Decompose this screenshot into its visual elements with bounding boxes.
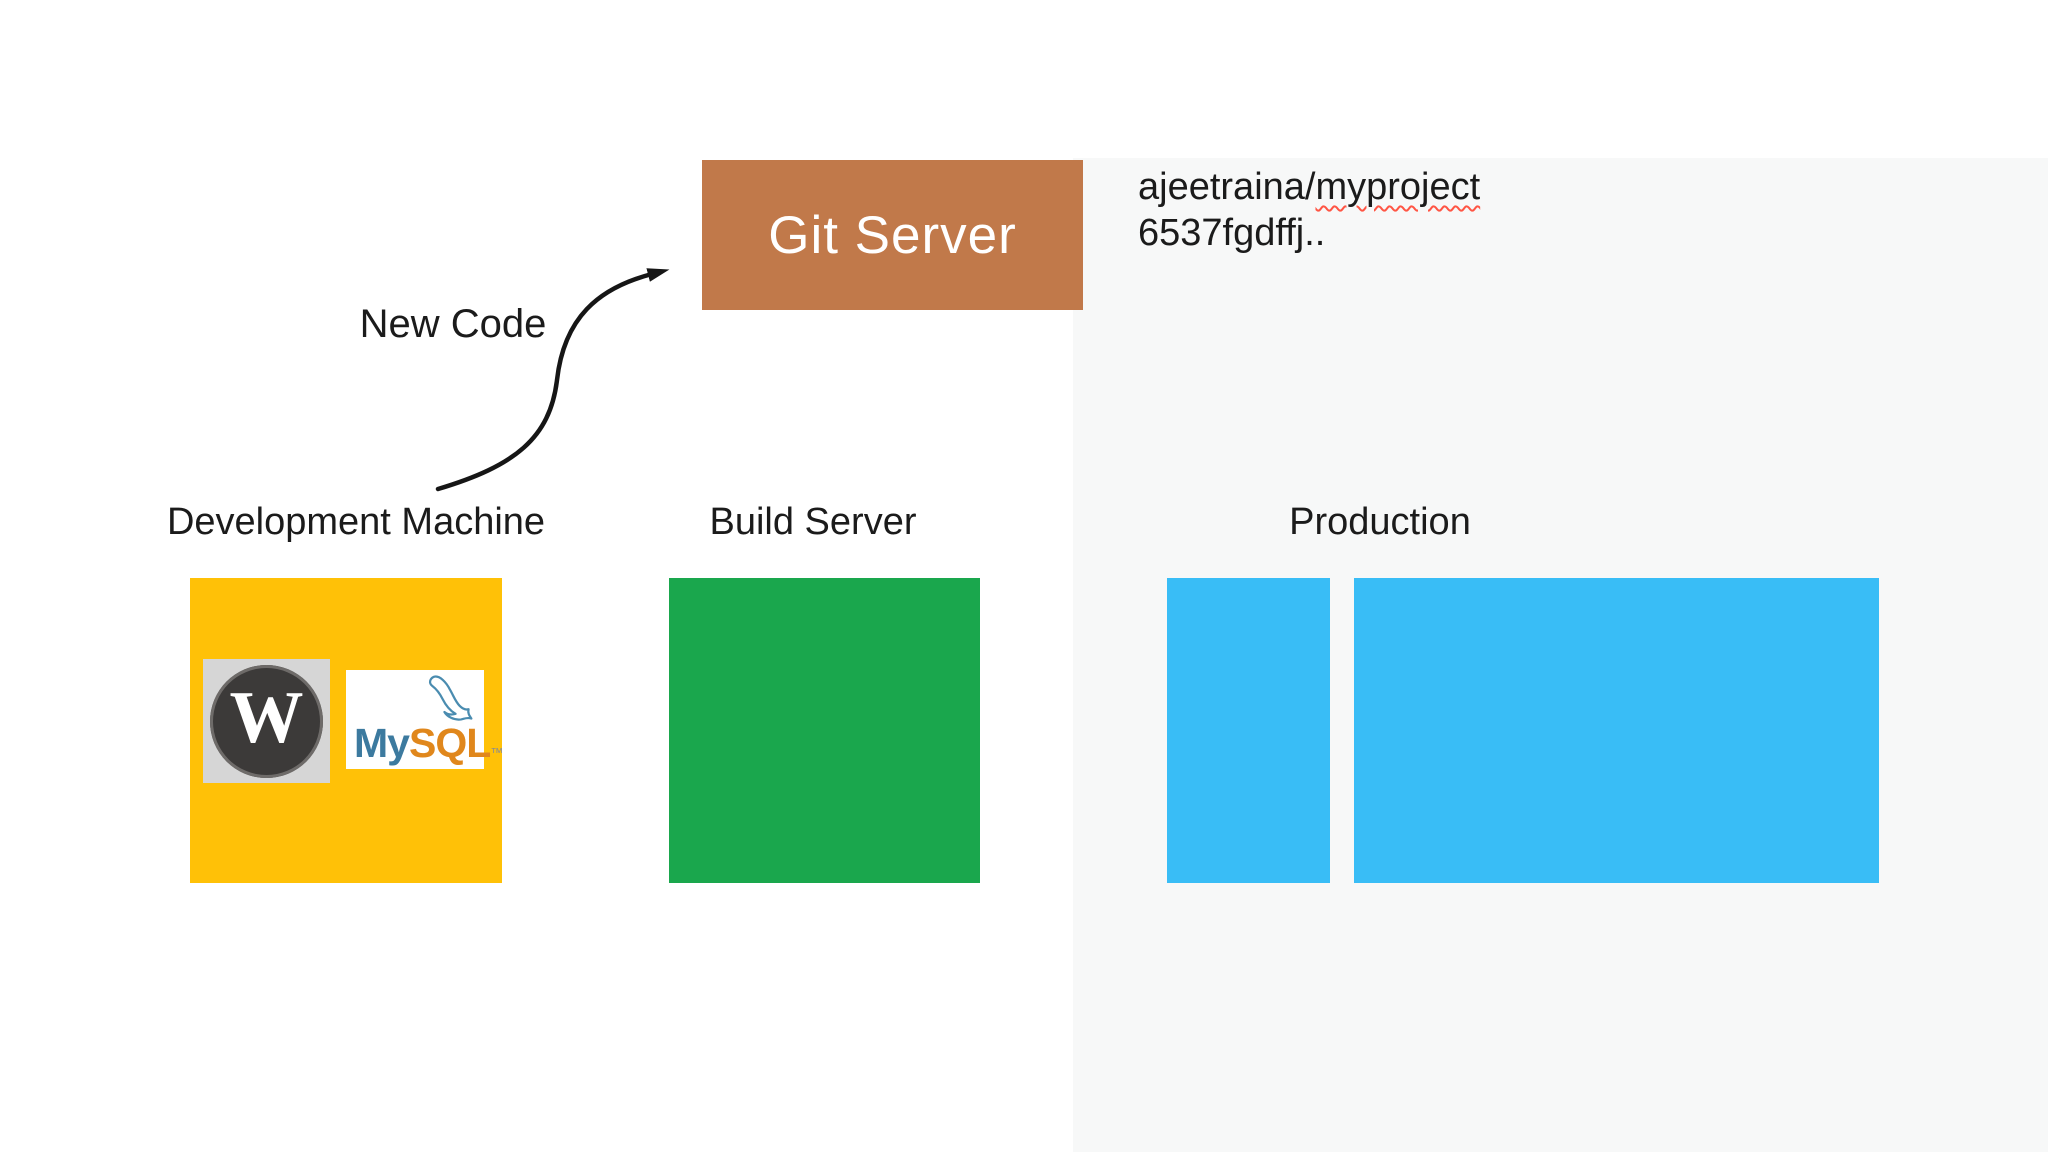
repo-line-1: ajeetraina/myproject	[1138, 164, 1480, 210]
arrow-path	[435, 268, 670, 492]
repo-owner-text: ajeetraina/	[1138, 166, 1316, 208]
build-server-label: Build Server	[709, 501, 917, 543]
mysql-dolphin-icon	[428, 675, 473, 721]
production-node-large	[1354, 578, 1879, 883]
wordpress-circle-icon: W	[210, 664, 323, 778]
repo-commit-text: 6537fgdffj..	[1138, 212, 1326, 254]
repo-name-text: myproject	[1315, 166, 1481, 208]
mysql-sql-text: SQL	[408, 720, 491, 766]
mysql-trademark: ™	[490, 745, 504, 760]
mysql-logo: MySQL™	[346, 670, 503, 769]
wordpress-w-letter: W	[229, 677, 304, 759]
git-server-label: Git Server	[768, 205, 1017, 265]
development-machine-node: W MySQL™	[190, 578, 503, 883]
mysql-wordmark: MySQL™	[354, 723, 503, 764]
new-code-label: New Code	[359, 302, 547, 346]
mysql-my-text: My	[354, 720, 410, 766]
repo-note: ajeetraina/myproject 6537fgdffj..	[1138, 164, 1480, 256]
build-server-node	[669, 578, 980, 883]
production-label: Production	[1289, 501, 1471, 543]
git-server-node: Git Server	[702, 160, 1083, 310]
development-machine-label: Development Machine	[166, 501, 546, 543]
production-node-small	[1167, 578, 1330, 883]
wordpress-logo: W	[203, 659, 330, 783]
